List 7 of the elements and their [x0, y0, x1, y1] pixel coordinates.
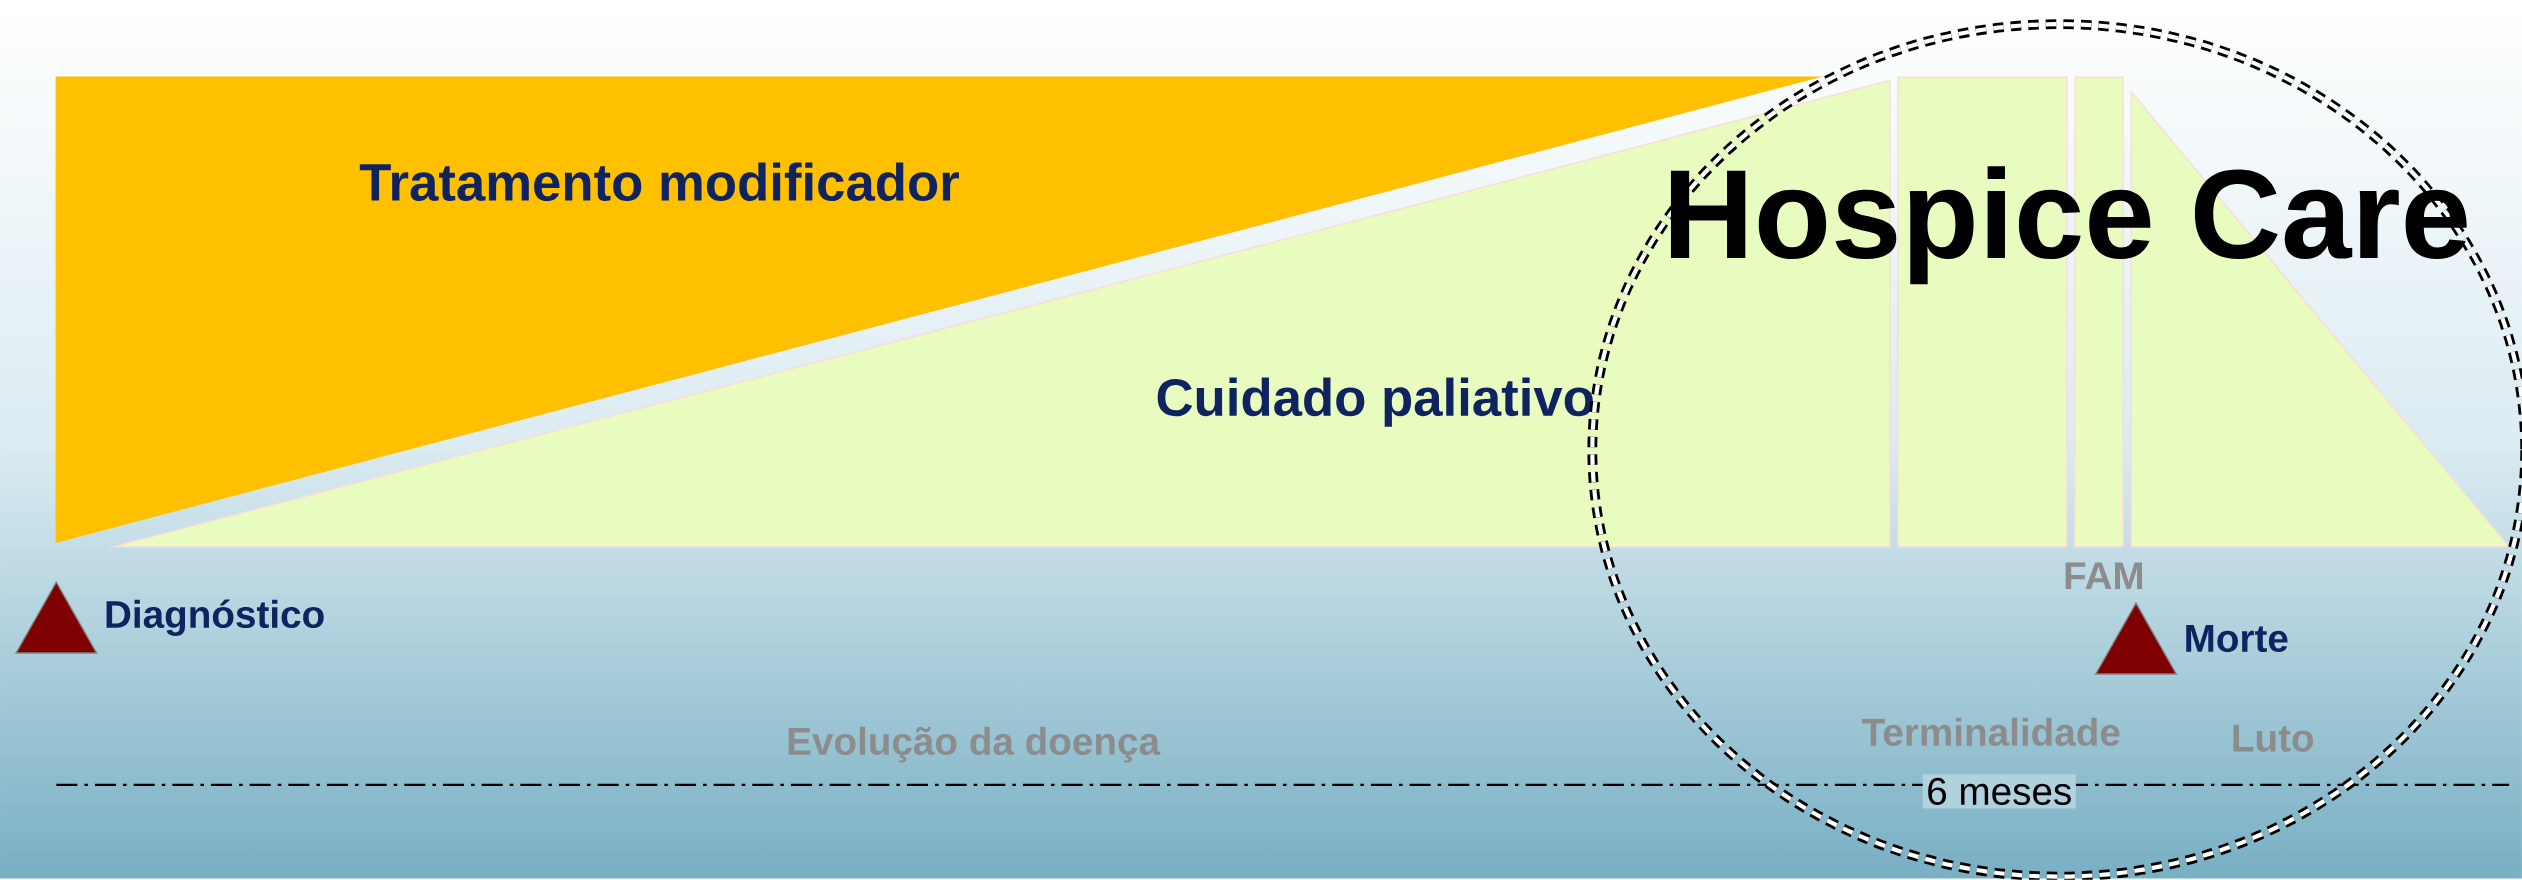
- phase-label: Evolução da doença: [788, 726, 1161, 763]
- node-caption: Diagnóstico: [106, 599, 324, 636]
- phase-label: Terminalidade: [1862, 717, 2120, 747]
- duration-label: 6 meses: [1922, 774, 2076, 809]
- phase-label: Luto: [2233, 724, 2314, 752]
- node-caption: Morte: [2186, 625, 2288, 653]
- node-caption: FAM: [2065, 562, 2143, 590]
